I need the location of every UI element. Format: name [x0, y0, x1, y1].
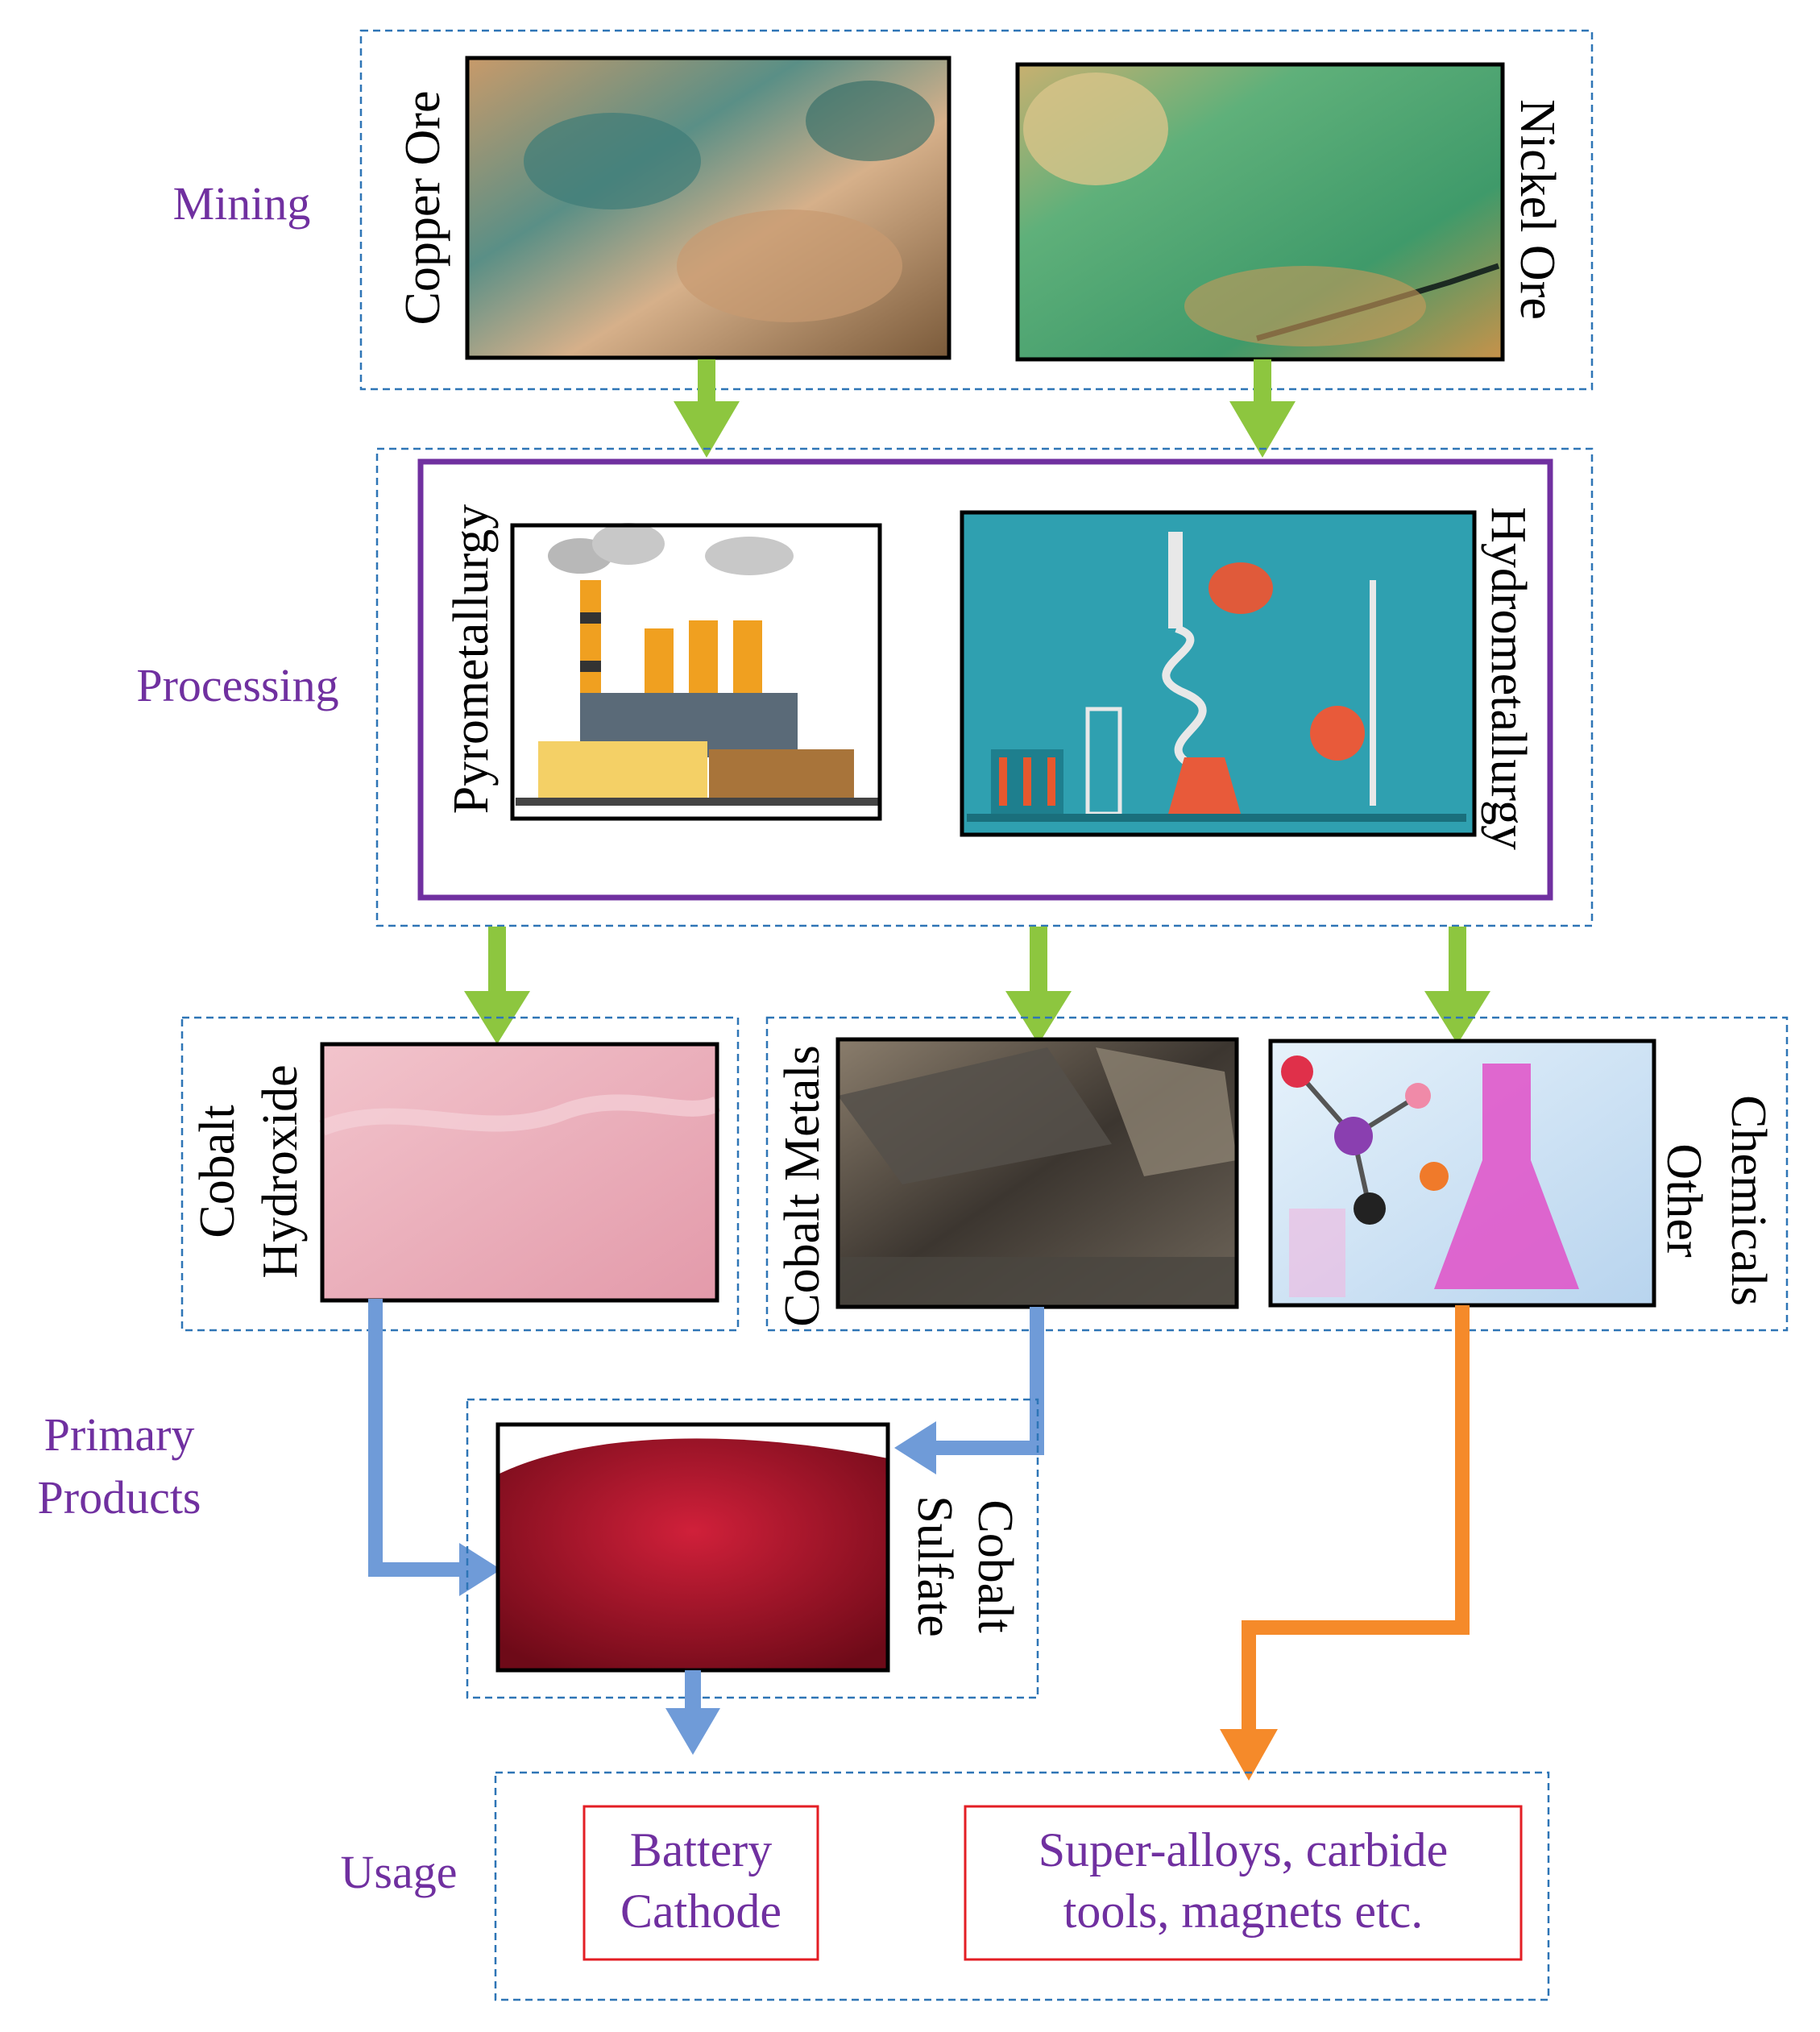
stage-label-primary: Primary [44, 1408, 195, 1461]
battery-cathode-box [582, 1805, 819, 1961]
usage-group [494, 1771, 1550, 2001]
other-chemicals-image [1268, 1039, 1656, 1308]
hydroxide-group [180, 1016, 740, 1332]
cobalt-metals-label: Cobalt Metals [775, 1045, 830, 1327]
mining-group [359, 29, 1594, 391]
other-chemicals-label-line1: Other [1656, 1143, 1711, 1258]
battery-cathode-label-line2: Cathode [620, 1885, 781, 1938]
arrow-nickel-to-processing [1229, 359, 1296, 458]
nickel-ore-image [1015, 62, 1505, 362]
stage-label-products: Products [38, 1471, 201, 1524]
copper-ore-image [465, 56, 951, 360]
nickel-ore-label: Nickel Ore [1510, 99, 1565, 320]
arrow-sulfate-to-battery [665, 1670, 720, 1755]
alloys-box [964, 1805, 1523, 1961]
processing-group [375, 447, 1594, 927]
arrow-processing-to-chemicals [1424, 927, 1490, 1044]
arrow-processing-to-hydroxide [464, 927, 530, 1044]
pyrometallurgy-image [510, 523, 882, 821]
pyrometallurgy-label: Pyrometallurgy [444, 504, 499, 815]
copper-ore-label: Copper Ore [396, 91, 450, 326]
cobalt-metals-image [835, 1037, 1239, 1309]
arrow-chemicals-to-alloys [1220, 1305, 1470, 1781]
arrow-hydroxide-to-sulfate [368, 1299, 501, 1596]
stage-label-processing: Processing [136, 659, 338, 711]
cobalt-hydroxide-image [319, 1042, 721, 1303]
other-chemicals-label-line2: Chemicals [1721, 1095, 1776, 1306]
cobalt-hydroxide-label-line2: Hydroxide [253, 1064, 308, 1278]
arrow-processing-to-metals [1005, 927, 1072, 1044]
alloys-label-line1: Super-alloys, carbide [1039, 1823, 1449, 1876]
metals-chemicals-group [765, 1016, 1789, 1332]
hydrometallurgy-label: Hydrometallurgy [1481, 507, 1536, 850]
cobalt-sulfate-image [495, 1422, 890, 1673]
cobalt-sulfate-label-line1: Cobalt [968, 1499, 1022, 1632]
processing-methods-frame [417, 458, 1553, 901]
hydrometallurgy-image [960, 510, 1477, 837]
alloys-label-line2: tools, magnets etc. [1063, 1885, 1424, 1938]
cobalt-sulfate-label-line2: Sulfate [907, 1495, 962, 1637]
arrow-metals-to-sulfate [894, 1307, 1044, 1474]
stage-label-mining: Mining [173, 177, 311, 230]
cobalt-hydroxide-label-line1: Cobalt [190, 1105, 245, 1238]
stage-label-usage: Usage [341, 1846, 458, 1898]
battery-cathode-label-line1: Battery [630, 1823, 773, 1876]
sulfate-group [466, 1398, 1039, 1699]
arrow-copper-to-processing [674, 359, 740, 458]
